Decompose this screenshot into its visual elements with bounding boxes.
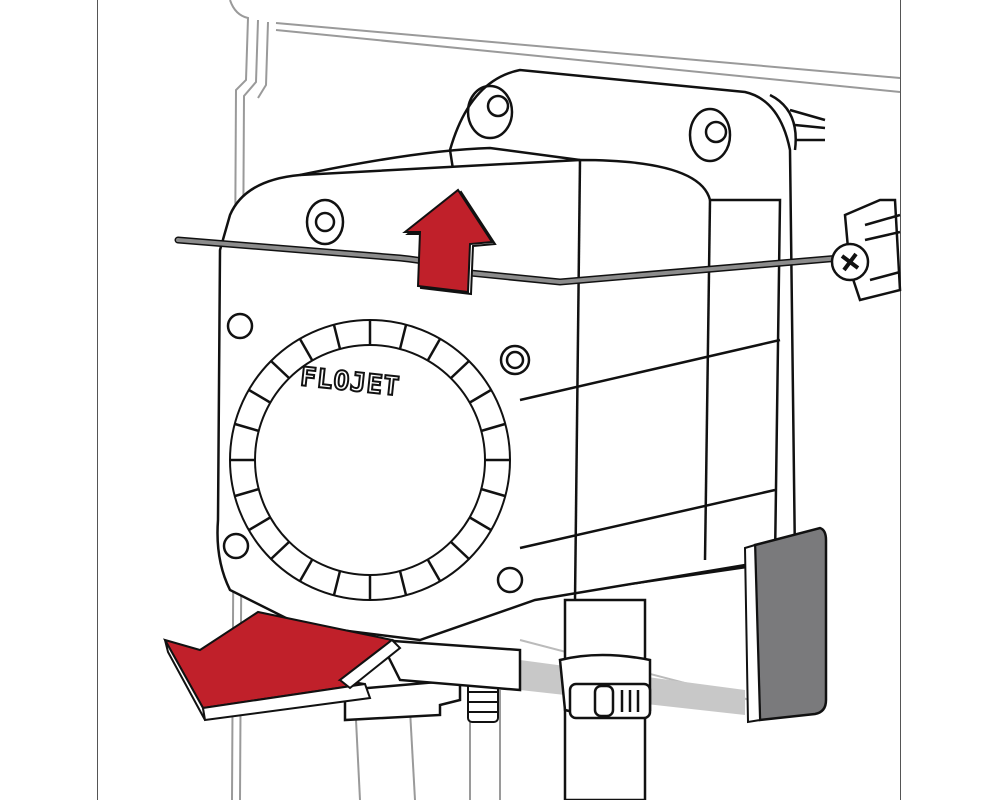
side-bracket <box>743 526 828 724</box>
motor-face <box>229 319 511 601</box>
lift-wire-arrow <box>402 188 497 296</box>
hose-clamp-screw <box>593 684 640 718</box>
outlet-tube <box>558 598 652 800</box>
pump-body <box>216 146 782 642</box>
barbed-fitting <box>467 681 499 723</box>
latch-tab <box>343 638 522 722</box>
slide-out-arrow <box>162 610 402 722</box>
right-page-border <box>900 0 901 800</box>
left-page-border <box>97 0 98 800</box>
screw-clamp <box>830 198 902 302</box>
